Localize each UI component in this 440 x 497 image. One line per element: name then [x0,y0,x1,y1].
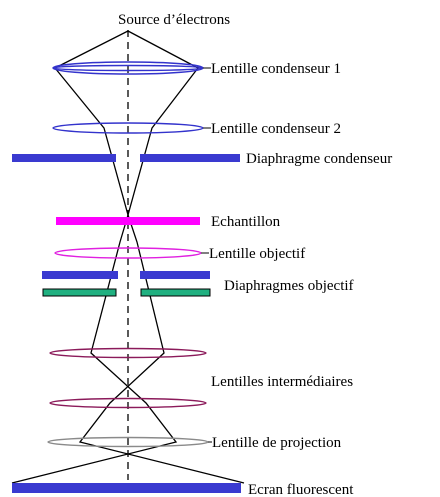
label-objective-lens: Lentille objectif [209,246,305,262]
title-electron-source: Source d’électrons [118,12,230,28]
label-specimen: Echantillon [211,214,281,230]
condenser-aperture-left [12,154,116,162]
label-screen: Ecran fluorescent [248,482,354,497]
label-condenser-1: Lentille condenseur 1 [211,61,341,77]
objective-aperture-2-right [140,288,211,297]
ray-left [11,30,178,484]
objective-aperture-1-left [42,271,118,279]
label-condenser-2: Lentille condenseur 2 [211,121,341,137]
objective-aperture-2-left [42,288,117,297]
label-intermediate-lenses: Lentilles intermédiaires [211,374,353,390]
objective-aperture-1-right [140,271,210,279]
condenser-aperture-right [140,154,240,162]
specimen-bar [56,217,200,225]
label-condenser-aperture: Diaphragme condenseur [246,151,392,167]
label-projection-lens: Lentille de projection [212,435,342,451]
intermediate-lens-1 [49,347,207,359]
intermediate-lens-2 [49,397,207,409]
fluorescent-screen [12,483,241,493]
label-objective-apertures: Diaphragmes objectif [224,278,354,294]
ray-right [78,30,245,484]
